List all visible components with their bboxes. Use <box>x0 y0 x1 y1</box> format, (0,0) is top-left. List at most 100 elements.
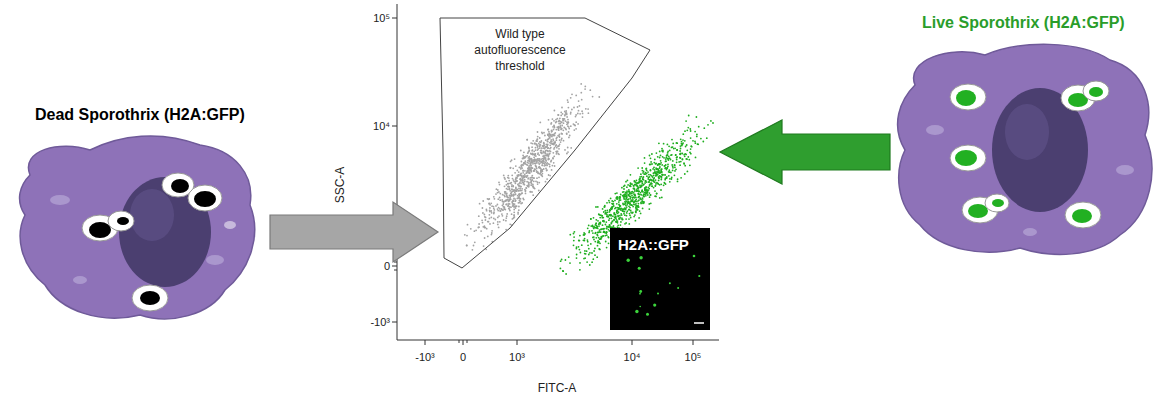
event-dot <box>521 188 523 190</box>
event-dot <box>633 201 635 203</box>
event-dot <box>526 187 528 189</box>
tick-label: 10⁵ <box>685 351 702 363</box>
event-dot <box>684 130 686 132</box>
event-dot <box>570 125 572 127</box>
event-dot <box>648 208 650 210</box>
event-dot <box>550 151 552 153</box>
event-dot <box>575 121 577 123</box>
gate-label: Wild type autofluorescence threshold <box>465 26 575 75</box>
event-dot <box>606 227 608 229</box>
event-dot <box>526 185 528 187</box>
event-dot <box>584 253 586 255</box>
event-dot <box>551 136 553 138</box>
event-dot <box>641 185 643 187</box>
event-dot <box>509 210 511 212</box>
event-dot <box>602 235 604 237</box>
event-dot <box>632 197 634 199</box>
event-dot <box>547 141 549 143</box>
event-dot <box>639 210 641 212</box>
event-dot <box>671 178 673 180</box>
event-dot <box>516 198 518 200</box>
event-dot <box>549 166 551 168</box>
event-dot <box>542 147 544 149</box>
event-dot <box>617 224 619 226</box>
event-dot <box>537 183 539 185</box>
event-dot <box>663 143 665 145</box>
event-dot <box>552 118 554 120</box>
event-dot <box>567 99 569 101</box>
event-dot <box>635 203 637 205</box>
event-dot <box>646 192 648 194</box>
event-dot <box>593 239 595 241</box>
event-dot <box>550 160 552 162</box>
event-dot <box>511 174 513 176</box>
event-dot <box>625 181 627 183</box>
event-dot <box>676 156 678 158</box>
event-dot <box>616 203 618 205</box>
event-dot <box>627 184 629 186</box>
event-dot <box>627 180 629 182</box>
axis-title: SSC-A <box>333 167 347 204</box>
event-dot <box>689 128 691 130</box>
event-dot <box>555 129 557 131</box>
event-dot <box>491 212 493 214</box>
event-dot <box>609 211 611 213</box>
event-dot <box>614 200 616 202</box>
event-dot <box>547 128 549 130</box>
event-dot <box>505 200 507 202</box>
event-dot <box>618 211 620 213</box>
event-dot <box>685 154 687 156</box>
event-dot <box>606 202 608 204</box>
event-dot <box>660 183 662 185</box>
event-dot <box>676 149 678 151</box>
event-dot <box>503 175 505 177</box>
event-dot <box>570 111 572 113</box>
event-dot <box>524 184 526 186</box>
event-dot <box>595 232 597 234</box>
event-dot <box>535 149 537 151</box>
event-dot <box>610 207 612 209</box>
event-dot <box>679 153 681 155</box>
event-dot <box>642 179 644 181</box>
event-dot <box>624 211 626 213</box>
event-dot <box>567 151 569 153</box>
event-dot <box>566 114 568 116</box>
event-dot <box>648 189 650 191</box>
event-dot <box>515 190 517 192</box>
event-dot <box>524 156 526 158</box>
event-dot <box>532 185 534 187</box>
event-dot <box>671 154 673 156</box>
event-dot <box>638 196 640 198</box>
event-dot <box>561 121 563 123</box>
event-dot <box>659 163 661 165</box>
event-dot <box>668 159 670 161</box>
event-dot <box>475 229 477 231</box>
event-dot <box>657 156 659 158</box>
event-dot <box>482 222 484 224</box>
event-dot <box>612 201 614 203</box>
event-dot <box>637 205 639 207</box>
event-dot <box>635 211 637 213</box>
event-dot <box>505 193 507 195</box>
event-dot <box>628 223 630 225</box>
event-dot <box>544 156 546 158</box>
event-dot <box>644 189 646 191</box>
event-dot <box>638 199 640 201</box>
event-dot <box>546 170 548 172</box>
event-dot <box>666 155 668 157</box>
event-dot <box>580 92 582 94</box>
event-dot <box>558 145 560 147</box>
event-dot <box>574 124 576 126</box>
event-dot <box>664 182 666 184</box>
gfp-cell <box>639 293 641 295</box>
event-dot <box>630 185 632 187</box>
tick-label: 10³ <box>509 351 525 363</box>
event-dot <box>667 152 669 154</box>
event-dot <box>516 205 518 207</box>
event-dot <box>553 129 555 131</box>
event-dot <box>517 213 519 215</box>
event-dot <box>640 181 642 183</box>
event-dot <box>634 181 636 183</box>
event-dot <box>630 183 632 185</box>
event-dot <box>631 212 633 214</box>
